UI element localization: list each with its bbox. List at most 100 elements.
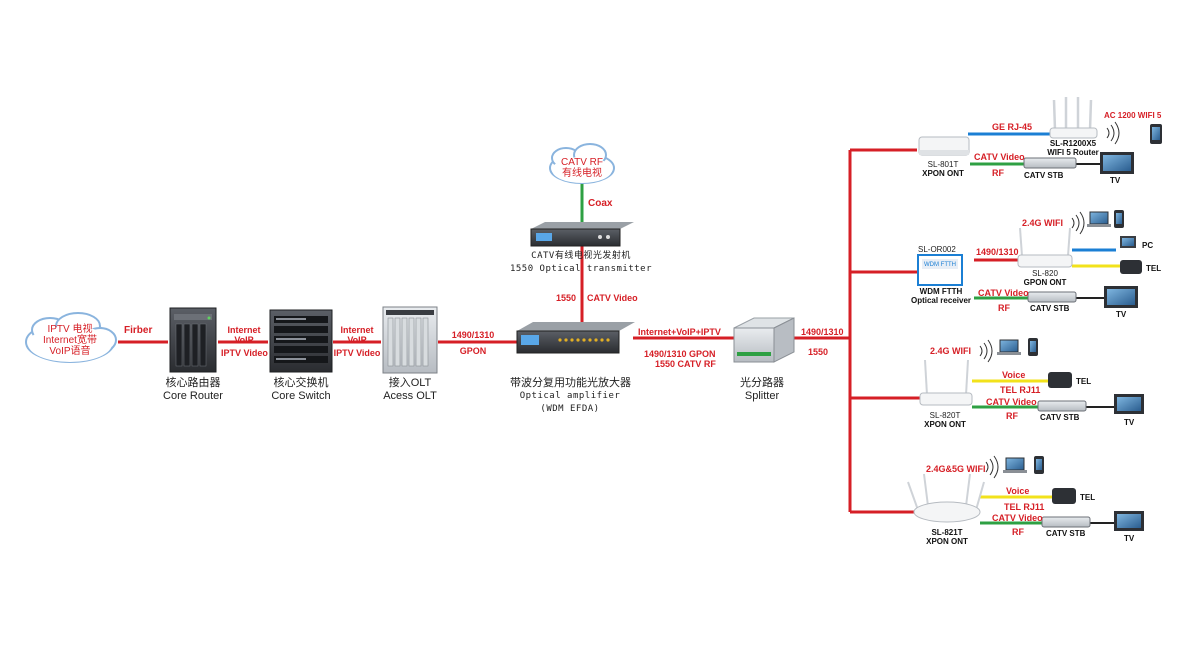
b3-stb-label: CATV STB	[1040, 413, 1080, 422]
transmitter-image	[530, 222, 634, 247]
core-switch-en: Core Switch	[271, 390, 331, 402]
b3-ont-type: XPON ONT	[924, 420, 966, 429]
b2-ont-image	[1017, 227, 1073, 268]
cloud-top-label: CATV RF 有线电视	[550, 157, 614, 179]
b3-wifi-label: 2.4G WIFI	[930, 346, 972, 356]
b2-tel-image	[1120, 260, 1142, 274]
branch4-links	[980, 495, 1114, 525]
branch2-links	[974, 248, 1120, 300]
b2-rf-label: RF	[998, 303, 1010, 313]
splitter-caption: 光分路器 Splitter	[732, 377, 792, 403]
b1-tv-label: TV	[1110, 176, 1121, 185]
b2-pc-image	[1120, 236, 1136, 248]
b2-tv-label: TV	[1116, 310, 1127, 319]
b1-tv-image	[1100, 152, 1134, 174]
b1-stb-label: CATV STB	[1024, 171, 1064, 180]
switch-olt-label: Internet VoIP IPTV Video	[333, 325, 381, 358]
b4-phone-image	[1034, 456, 1044, 474]
b1-ont-model: SL-801T	[927, 160, 959, 169]
olt-edfa-wavelength: 1490/1310	[451, 330, 495, 340]
edfa-en: Optical amplifier	[519, 391, 621, 401]
core-switch-caption: 核心交换机 Core Switch	[266, 377, 336, 403]
b3-rf-label: RF	[1006, 411, 1018, 421]
b4-laptop-image	[1003, 457, 1027, 473]
splitter-image	[733, 317, 795, 363]
b1-ont-image	[918, 136, 970, 156]
b4-tv-image	[1114, 511, 1144, 531]
router-switch-label: Internet VoIP IPTV Video	[221, 325, 268, 358]
b2-stb-image	[1027, 291, 1077, 303]
transmitter-cn: CATV有线电视光发射机	[531, 251, 631, 261]
core-switch-cn: 核心交换机	[273, 377, 329, 389]
b3-wifi-waves	[979, 339, 993, 363]
b3-laptop-image	[997, 339, 1021, 355]
splitter-out-catv: 1550	[808, 347, 829, 357]
b1-router-caption: SL-R1200X5 WIFI 5 Router	[1042, 139, 1104, 157]
splitter-en: Splitter	[744, 390, 780, 402]
router-switch-iptv: IPTV Video	[221, 348, 268, 358]
branch1-links	[968, 132, 1100, 166]
cloud-left-line-3: VoIP语音	[49, 346, 91, 357]
b4-tel-image	[1052, 488, 1076, 504]
switch-olt-internet: Internet	[340, 325, 374, 335]
core-switch-image	[269, 309, 333, 373]
b4-telrj-label: TEL RJ11	[1004, 502, 1045, 512]
b1-router-model: SL-R1200X5	[1049, 139, 1097, 148]
olt-caption: 接入OLT Acess OLT	[380, 377, 440, 403]
b3-stb-image	[1037, 400, 1087, 412]
olt-image	[382, 306, 438, 374]
b4-tel-label: TEL	[1080, 493, 1096, 502]
b2-phone-image	[1114, 210, 1124, 228]
core-router-image	[169, 307, 217, 373]
cloud-top-line-2: 有线电视	[562, 168, 602, 179]
b1-ont-type: XPON ONT	[922, 169, 964, 178]
b3-catv-label: CATV Video	[986, 397, 1037, 407]
b2-ont-caption: SL-820 GPON ONT	[1012, 269, 1078, 287]
cloud-left-shape	[25, 312, 117, 363]
b2-ont-link-label: 1490/1310	[976, 247, 1019, 257]
b2-wifi-waves	[1071, 211, 1085, 235]
olt-en: Acess OLT	[383, 390, 437, 402]
cloud-left-line-1: IPTV 电视	[47, 324, 93, 335]
b2-ont-type: GPON ONT	[1023, 278, 1067, 287]
b4-rf-label: RF	[1012, 527, 1024, 537]
b4-ont-image	[907, 473, 985, 523]
b1-rf-label: RF	[992, 168, 1004, 178]
cloud-left-label: IPTV 电视 Internet宽带 VoIP语音	[22, 324, 118, 357]
b2-laptop-image	[1087, 211, 1111, 227]
cloud-left-line-2: Internet宽带	[43, 335, 97, 346]
b3-tv-image	[1114, 394, 1144, 414]
b4-stb-image	[1041, 516, 1091, 528]
b2-wifi-label: 2.4G WIFI	[1022, 218, 1064, 228]
b3-voice-label: Voice	[1002, 370, 1026, 380]
b1-router-image	[1049, 97, 1098, 139]
tx-edfa-catv: CATV Video	[587, 293, 638, 303]
transmitter-caption: CATV有线电视光发射机 1550 Optical transmitter	[506, 250, 656, 276]
b2-ont-model: SL-820	[1032, 269, 1058, 278]
switch-olt-iptv: IPTV Video	[333, 348, 381, 358]
splitter-cn: 光分路器	[740, 377, 784, 389]
b4-stb-label: CATV STB	[1046, 529, 1086, 538]
cloud-top-line-1: CATV RF	[560, 157, 604, 168]
b1-ac-label: AC 1200 WIFI 5	[1104, 111, 1162, 120]
b3-tel-label: TEL	[1076, 377, 1092, 386]
olt-edfa-gpon: GPON	[459, 346, 487, 356]
cloud-top-shape	[549, 143, 615, 184]
b4-wifi-waves	[985, 455, 999, 479]
b1-phone-image	[1150, 124, 1162, 144]
b1-stb-image	[1023, 157, 1077, 169]
core-router-en: Core Router	[163, 390, 223, 402]
tx-edfa-wavelength: 1550	[556, 293, 577, 303]
b2-receiver-image	[917, 254, 963, 286]
b4-ont-caption: SL-821T XPON ONT	[916, 528, 978, 546]
b4-catv-label: CATV Video	[992, 513, 1043, 523]
b2-rx-name: SL-OR002	[918, 245, 956, 254]
edfa-image	[516, 322, 635, 354]
edfa-splitter-catv: 1550 CATV RF	[655, 359, 716, 369]
b2-rx-line-1: WDM FTTH	[919, 287, 963, 296]
olt-edfa-label: 1490/1310 GPON	[448, 330, 498, 356]
coax-label: Coax	[588, 198, 613, 209]
b3-tv-label: TV	[1124, 418, 1135, 427]
edfa-caption: 带波分复用功能光放大器 Optical amplifier (WDM EFDA)	[510, 377, 631, 416]
